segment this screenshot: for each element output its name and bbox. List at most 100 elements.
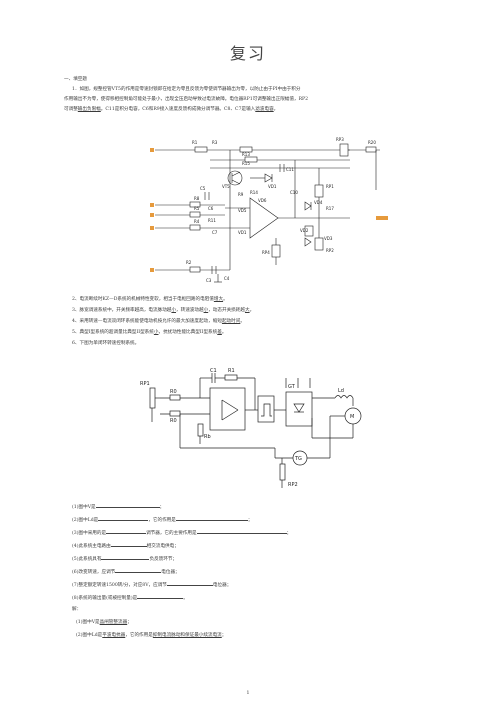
svg-text:Rb: Rb: [204, 434, 211, 440]
svg-text:C10: C10: [290, 190, 298, 195]
svg-text:Ld: Ld: [338, 388, 344, 394]
q4: 4、采用转速—电流双闭环系统能使电动机按允许的最大加速度起动，缩短起动时间。: [72, 319, 245, 325]
fill-3-blank-1[interactable]: [106, 529, 147, 534]
fill-1-text: (1)图中V是: [72, 505, 96, 510]
fill-2-blank-1[interactable]: [98, 516, 149, 521]
svg-text:VD2: VD2: [300, 228, 309, 233]
svg-text:R8: R8: [194, 196, 200, 201]
fill-2-text: (2)图中Ld是: [72, 518, 99, 523]
q5-answer-1: 小: [153, 330, 159, 335]
fill-7-blank[interactable]: [166, 581, 213, 586]
fill-6-blank[interactable]: [115, 568, 162, 573]
fill-3-blank-2[interactable]: [196, 529, 287, 534]
fill-3-end: ；: [286, 531, 292, 536]
q5-answer-2: 差: [217, 330, 222, 335]
svg-text:RP2: RP2: [288, 482, 298, 488]
svg-text:C6: C6: [208, 206, 214, 211]
fill-4-blank[interactable]: [110, 542, 147, 547]
svg-text:R15: R15: [242, 161, 250, 166]
q3-text-a: 3、脉宽调速系统中，开关频率越高，电流脉动越: [72, 308, 172, 313]
svg-text:R11: R11: [208, 218, 216, 223]
answer-1: (1)图中V是晶闸管整流器；: [76, 620, 132, 626]
answer-2: (2)图中Ld是平波电抗器，它的作用是抑制电流脉动和保证最小续流电流；: [76, 633, 226, 639]
q2-text-a: 2、电流断续时KZ—D系统的机械特性变软，相当于电枢回路的电阻值: [72, 297, 214, 302]
q3-answer-3: 大: [244, 308, 250, 313]
fill-2-blank-2[interactable]: [175, 516, 248, 521]
svg-text:GT: GT: [288, 384, 296, 390]
svg-text:R9: R9: [238, 192, 244, 197]
svg-text:C4: C4: [224, 276, 230, 281]
q1-text-c: 。: [273, 107, 279, 112]
svg-text:VD5: VD5: [238, 208, 247, 213]
fill-4: (4)此系统主电路由相交流电供电；: [72, 542, 179, 550]
svg-text:VD6: VD6: [258, 198, 267, 203]
fill-7-text: (7)整定额定转速1500转/分，对应8V，应调节: [72, 583, 167, 588]
q6: 6、下图为单闭环转速控制系统。: [72, 341, 140, 346]
fill-7-end: 电位器；: [212, 583, 232, 588]
fill-8-text: (8)系统的输出量(或被控制量)是: [72, 596, 138, 601]
svg-text:RP2: RP2: [326, 248, 334, 253]
svg-text:RP1: RP1: [140, 381, 150, 387]
answer-2-value-1: 平波电抗器: [102, 633, 126, 638]
fill-5: (5)此系统具有 负反馈环节；: [72, 555, 177, 563]
svg-text:R5: R5: [194, 206, 200, 211]
fill-5-end: 负反馈环节；: [149, 557, 178, 562]
q1-line3: 可调整输出负限幅。C11是积分电容，C6和R9接入速度反馈构成微分调节器。C8、…: [64, 107, 278, 113]
answer-2-mid: ，它的作用是: [125, 633, 153, 638]
q4-answer: 起动时间: [221, 319, 241, 324]
q2-text-b: 。: [223, 297, 228, 302]
svg-text:R4: R4: [194, 219, 200, 224]
svg-text:R0: R0: [170, 418, 177, 424]
svg-text:R17: R17: [326, 206, 334, 211]
page-number: 1: [246, 690, 250, 696]
svg-text:RP1: RP1: [326, 184, 334, 189]
q1-answer-1: 输出负限幅: [77, 107, 101, 112]
svg-text:R3: R3: [212, 140, 218, 145]
q4-text-b: 。: [240, 319, 245, 324]
fill-3: (3)图中采用的是 调节器，它的主要作用是 ；: [72, 529, 291, 537]
q3-text-c: ，动态开关损耗越: [208, 308, 245, 313]
svg-text:C11: C11: [286, 167, 294, 172]
svg-text:C1: C1: [210, 368, 217, 374]
svg-text:TG: TG: [294, 456, 302, 462]
svg-text:VD1: VD1: [268, 184, 277, 189]
svg-text:R20: R20: [368, 140, 376, 145]
q5-text-a: 5、典型I型系统的超调量比典型II型系统: [72, 330, 154, 335]
q1-line1: 1．如图，规整控管VT5的作用是零速封锁即在给定为零且反馈为零使调节器输出为零，…: [72, 87, 301, 92]
fill-8: (8)系统的输出量(或被控制量)是。: [72, 594, 188, 602]
q1-text-b: 。C11是积分电容，C6和R9接入速度反馈构成微分调节器。C8、C7是输入: [100, 107, 256, 112]
page-title: 复习: [229, 44, 266, 63]
svg-text:VD4: VD4: [314, 200, 323, 205]
svg-text:VD1: VD1: [238, 230, 247, 235]
fill-1-end: ；: [159, 505, 165, 510]
answer-1-text: (1)图中V是: [76, 620, 100, 625]
fill-1-blank[interactable]: [95, 503, 160, 508]
fill-6-text: (6)改变转速，应调节: [72, 570, 116, 575]
answer-2-end: ；: [221, 633, 227, 638]
svg-text:R13: R13: [242, 152, 250, 157]
fill-6-end: 电位器；: [161, 570, 180, 575]
fill-8-blank[interactable]: [137, 594, 184, 599]
svg-text:R1: R1: [228, 368, 235, 374]
fill-5-text: (5)此系统具有: [72, 557, 102, 562]
q5-text-b: ，抗扰动性能比典型II型系统: [158, 330, 218, 335]
svg-text:RP4: RP4: [262, 250, 270, 255]
answer-label: 解：: [72, 607, 82, 612]
fill-3-text: (3)图中采用的是: [72, 531, 107, 536]
answer-1-value: 晶闸管整流器: [99, 620, 128, 625]
fill-3-mid: 调节器，它的主要作用是: [146, 531, 197, 536]
answer-1-end: ；: [127, 620, 132, 625]
fill-5-blank[interactable]: [101, 555, 150, 560]
answer-2-text: (2)图中Ld是: [76, 633, 103, 638]
fill-2-end: ；: [247, 518, 253, 523]
section-heading: 一、填空题: [64, 77, 87, 82]
fill-7: (7)整定额定转速1500转/分，对应8V，应调节 电位器；: [72, 581, 231, 589]
q4-text-a: 4、采用转速—电流双闭环系统能使电动机按允许的最大加速度起动，缩短: [72, 319, 222, 324]
q3-answer-2: 小: [203, 308, 209, 313]
svg-text:C7: C7: [212, 230, 218, 235]
q1-text-a: 可调整: [64, 107, 78, 112]
svg-text:R0: R0: [170, 389, 177, 395]
